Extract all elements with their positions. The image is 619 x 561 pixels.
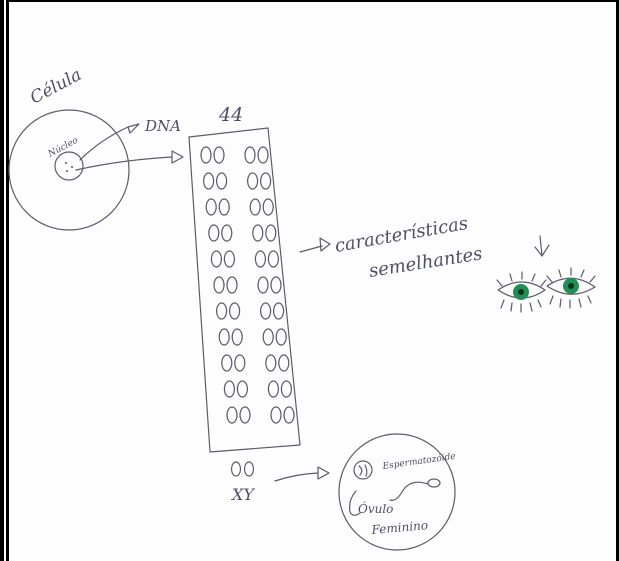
chromosome	[216, 302, 228, 320]
sex-chromosome-pair	[230, 461, 255, 477]
frame-right-border	[616, 0, 619, 561]
chromosome	[200, 146, 212, 164]
egg-cell-detail	[358, 464, 368, 477]
nucleus-dot	[66, 170, 68, 172]
arrow-down-to-eyes	[534, 235, 550, 257]
chromosome	[262, 198, 274, 216]
dna-label: DNA	[144, 117, 181, 135]
chromosome	[208, 224, 220, 242]
chromosome	[229, 302, 241, 320]
chromosome	[223, 250, 235, 268]
fertilization-circle	[338, 433, 456, 551]
cell-label: Célula	[27, 65, 85, 108]
chromosome	[226, 276, 238, 294]
karyotype-panel	[188, 127, 301, 453]
chromosome	[249, 198, 261, 216]
chromosome	[231, 328, 243, 346]
chromosome-count-label: 44	[218, 104, 243, 126]
egg-cell	[353, 460, 373, 480]
chromosome	[247, 172, 259, 190]
chromosome	[239, 406, 251, 424]
chromosome	[262, 328, 274, 346]
right-eye-pupil	[568, 283, 574, 289]
nucleus-label: Núcleo	[45, 134, 80, 160]
arrow-to-karyotype	[75, 156, 173, 171]
chromosome	[270, 276, 282, 294]
chromosome	[257, 146, 269, 164]
sperm-head	[427, 478, 441, 488]
cell-outline	[8, 109, 130, 231]
chromosome	[265, 224, 277, 242]
chromosome	[270, 406, 282, 424]
chromosome	[244, 146, 256, 164]
chromosome	[213, 276, 225, 294]
chromosome	[221, 224, 233, 242]
chromosome	[218, 198, 230, 216]
traits-label-line2: semelhantes	[367, 243, 483, 282]
right-eye	[546, 267, 596, 309]
chromosome	[216, 172, 228, 190]
chromosome	[234, 354, 246, 372]
chromosome	[273, 302, 285, 320]
chromosome	[205, 198, 217, 216]
chromosome	[280, 380, 292, 398]
arrow-to-fertilization-head	[317, 466, 330, 480]
chromosome	[210, 250, 222, 268]
chromosome	[265, 354, 277, 372]
chromosome	[236, 380, 248, 398]
arrow-to-karyotype-head	[171, 150, 184, 164]
chromosome	[223, 380, 235, 398]
sperm-label: Espermatozóide	[381, 451, 456, 472]
arrow-to-fertilization	[274, 472, 319, 482]
chromosome	[283, 406, 295, 424]
chromosome-grid	[200, 146, 295, 424]
left-eye	[496, 271, 547, 313]
nucleus-outline	[54, 151, 84, 181]
arrow-to-dna-head	[127, 123, 140, 134]
left-eye-pupil	[518, 289, 524, 295]
chromosome	[213, 146, 225, 164]
chromosome	[254, 250, 266, 268]
egg-pointer	[349, 490, 361, 516]
frame-left-gap	[4, 0, 6, 561]
chromosome	[203, 172, 215, 190]
frame-top-border	[0, 0, 619, 2]
egg-label-line1: Óvulo	[358, 500, 393, 516]
arrow-to-dna	[79, 126, 129, 161]
chromosome	[260, 172, 272, 190]
drawing-sheet	[9, 2, 616, 561]
arrow-to-traits	[299, 245, 323, 253]
chromosome	[267, 380, 279, 398]
chromosome	[260, 302, 272, 320]
sperm-tail	[389, 481, 429, 501]
chromosome	[278, 354, 290, 372]
chromosome	[221, 354, 233, 372]
sex-chromosomes-label: XY	[230, 485, 255, 504]
chromosome	[275, 328, 287, 346]
nucleus-dot	[65, 162, 67, 164]
chromosome	[267, 250, 279, 268]
nucleus-dot	[71, 166, 73, 168]
arrow-to-traits-head	[319, 237, 331, 252]
chromosome	[252, 224, 264, 242]
egg-label-line2: Feminino	[370, 518, 429, 537]
chromosome	[218, 328, 230, 346]
chromosome	[257, 276, 269, 294]
chromosome	[226, 406, 238, 424]
